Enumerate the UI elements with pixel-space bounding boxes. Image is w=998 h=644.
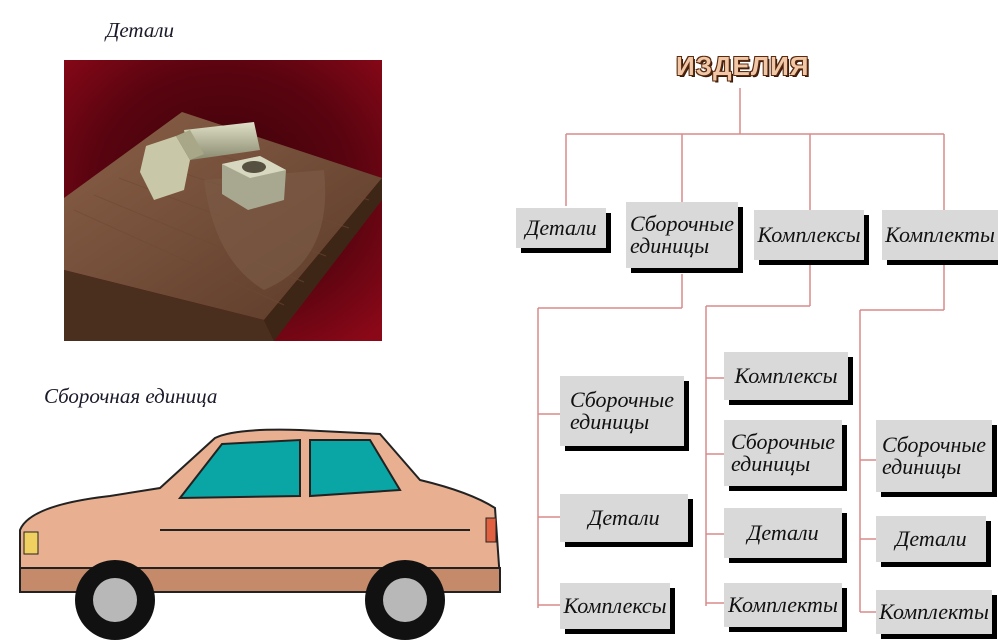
node-assembly-child-parts: Детали [560, 494, 688, 542]
node-kit-child-assembly-units: Сборочные единицы [876, 420, 992, 492]
node-kits: Комплекты [882, 210, 998, 260]
node-assembly-units: Сборочные единицы [626, 202, 738, 268]
tree-root-products: ИЗДЕЛИЯ [676, 51, 810, 81]
node-complex-child-parts: Детали [724, 508, 842, 558]
node-complex-child-complexes: Комплексы [724, 352, 848, 400]
node-parts: Детали [516, 208, 606, 248]
bolt-and-nut-image [64, 60, 382, 341]
node-complex-child-assembly-units: Сборочные единицы [724, 420, 842, 486]
node-kit-child-kits: Комплекты [876, 590, 992, 634]
node-complex-child-kits: Комплекты [724, 583, 842, 627]
node-complexes: Комплексы [754, 210, 864, 260]
car-image [19, 428, 502, 640]
parts-caption: Детали [106, 18, 174, 42]
assembly-caption: Сборочная единица [44, 384, 218, 408]
node-kit-child-parts: Детали [876, 516, 986, 562]
node-assembly-child-complexes: Комплексы [560, 583, 670, 629]
node-assembly-child-assembly-units: Сборочные единицы [560, 376, 684, 446]
